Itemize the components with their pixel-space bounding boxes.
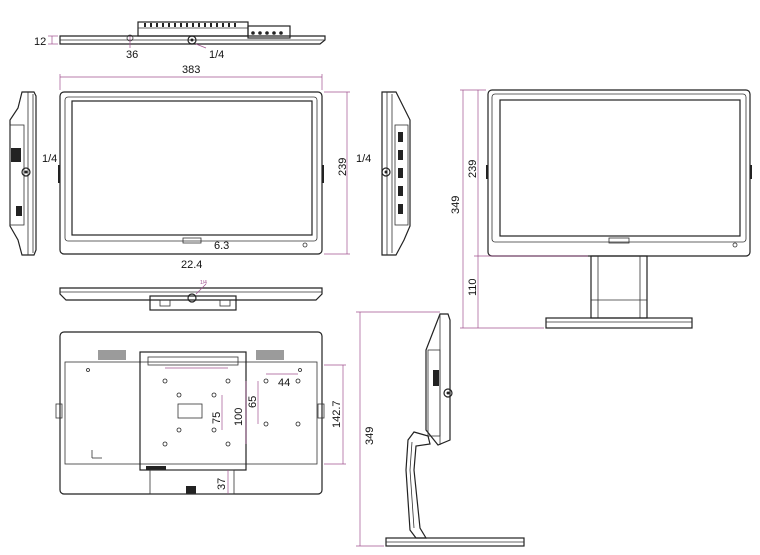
- front-stand-view: 239 349 110: [450, 89, 752, 329]
- front-height-label: 239: [337, 158, 349, 176]
- spacing-44-label: 44: [278, 377, 290, 389]
- svg-text:1/4: 1/4: [200, 280, 207, 286]
- logo-width-label: 22.4: [181, 259, 202, 271]
- top-offset-label: 36: [126, 49, 138, 61]
- side-total-height-label: 349: [364, 427, 376, 445]
- back-view: 75 100 44 65 142.7 37: [55, 331, 346, 495]
- vesa-75-label: 75: [211, 412, 223, 424]
- top-view: 12 36 1/4: [34, 21, 326, 61]
- front-right-thread-label: 1/4: [356, 153, 371, 165]
- spacing-65-label: 65: [247, 396, 259, 408]
- height-1427-label: 142.7: [331, 400, 343, 428]
- front-left-thread-label: 1/4: [42, 153, 57, 165]
- stand-screen-height-label: 239: [467, 160, 479, 178]
- offset-37-label: 37: [216, 478, 228, 490]
- vesa-100-label: 100: [233, 408, 245, 426]
- front-view: 383 239 6.3 22.4: [58, 64, 350, 271]
- top-thread-label: 1/4: [209, 49, 224, 61]
- side-stand-view: 349: [356, 311, 525, 547]
- front-width-label: 383: [182, 64, 200, 76]
- logo-height-label: 6.3: [214, 240, 229, 252]
- right-side-view: 1/4: [356, 91, 411, 256]
- stand-base-height-label: 110: [467, 278, 479, 296]
- left-side-view: 1/4: [9, 91, 57, 256]
- bottom-view: 1/4: [59, 280, 323, 311]
- stand-total-height-label: 349: [450, 196, 462, 214]
- top-thickness-label: 12: [34, 36, 46, 48]
